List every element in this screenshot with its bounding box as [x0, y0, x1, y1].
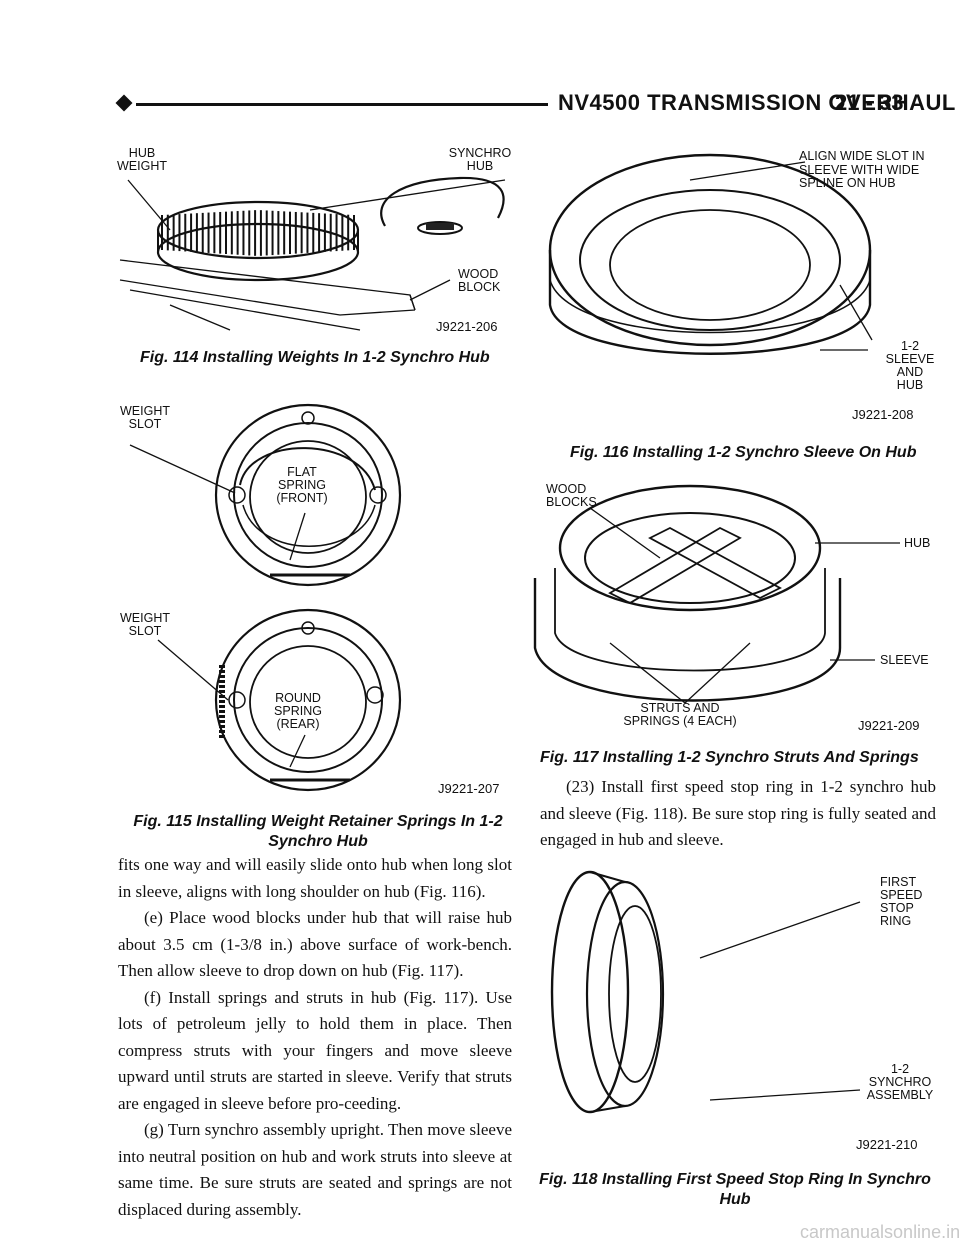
fig115-caption: Fig. 115 Installing Weight Retainer Spri… [133, 813, 503, 850]
fig115-illustration [129, 403, 402, 792]
fig118-label-synchro-assembly: 1-2 SYNCHRO ASSEMBLY [866, 1062, 934, 1102]
header-diamond-icon [115, 94, 133, 112]
fig114-code: J9221-206 [436, 319, 498, 334]
right-paragraph-1: (23) Install first speed stop ring in 1-… [540, 777, 936, 849]
fig116-caption: Fig. 116 Installing 1-2 Synchro Sleeve O… [570, 444, 917, 461]
footer-watermark: carmanualsonline.info [800, 1222, 960, 1242]
fig116-label-sleeve-hub: 1-2 SLEEVE AND HUB [885, 339, 935, 392]
fig115-code: J9221-207 [438, 781, 500, 796]
left-paragraph-3: (f) Install springs and struts in hub (F… [118, 987, 512, 1113]
fig117-label-hub: HUB [904, 536, 931, 550]
fig114-illustration [119, 176, 506, 331]
fig117-code: J9221-209 [858, 718, 920, 733]
page-number: 21 - 33 [835, 90, 904, 115]
fig118-caption: Fig. 118 Installing First Speed Stop Rin… [539, 1171, 931, 1208]
left-paragraph-1: fits one way and will easily slide onto … [118, 855, 512, 901]
fig118-illustration [550, 870, 861, 1114]
fig117-label-struts: STRUTS AND SPRINGS (4 EACH) [623, 701, 737, 728]
left-column-text: fits one way and will easily slide onto … [118, 852, 512, 1223]
fig114-label-synchro-hub: SYNCHRO HUB [448, 146, 512, 173]
left-paragraph-2: (e) Place wood blocks under hub that wil… [118, 908, 512, 980]
fig115-label-weight-slot-top: WEIGHT SLOT [120, 404, 170, 431]
fig115-label-flat-spring: FLAT SPRING (FRONT) [276, 465, 328, 505]
fig117-illustration [533, 484, 900, 704]
right-column-text: (23) Install first speed stop ring in 1-… [540, 774, 936, 854]
left-paragraph-4: (g) Turn synchro assembly upright. Then … [118, 1120, 512, 1219]
fig114-label-hub-weight: HUB WEIGHT [117, 146, 167, 173]
page-title: NV4500 TRANSMISSION OVERHAUL [558, 90, 956, 115]
fig114-caption: Fig. 114 Installing Weights In 1-2 Synch… [140, 349, 490, 366]
fig117-label-wood-blocks: WOOD BLOCKS [546, 482, 597, 509]
fig117-label-sleeve: SLEEVE [880, 653, 929, 667]
fig118-code: J9221-210 [856, 1137, 918, 1152]
fig115-label-round-spring: ROUND SPRING (REAR) [274, 691, 322, 731]
fig116-label-align: ALIGN WIDE SLOT IN SLEEVE WITH WIDE SPLI… [799, 149, 925, 190]
fig115-label-weight-slot-bottom: WEIGHT SLOT [120, 611, 170, 638]
fig117-caption: Fig. 117 Installing 1-2 Synchro Struts A… [540, 749, 919, 766]
header-rule [136, 103, 548, 106]
fig114-label-wood-block: WOOD BLOCK [458, 267, 501, 294]
fig116-illustration [548, 153, 873, 355]
fig116-code: J9221-208 [852, 407, 914, 422]
fig118-label-stop-ring: FIRST SPEED STOP RING [880, 875, 923, 928]
